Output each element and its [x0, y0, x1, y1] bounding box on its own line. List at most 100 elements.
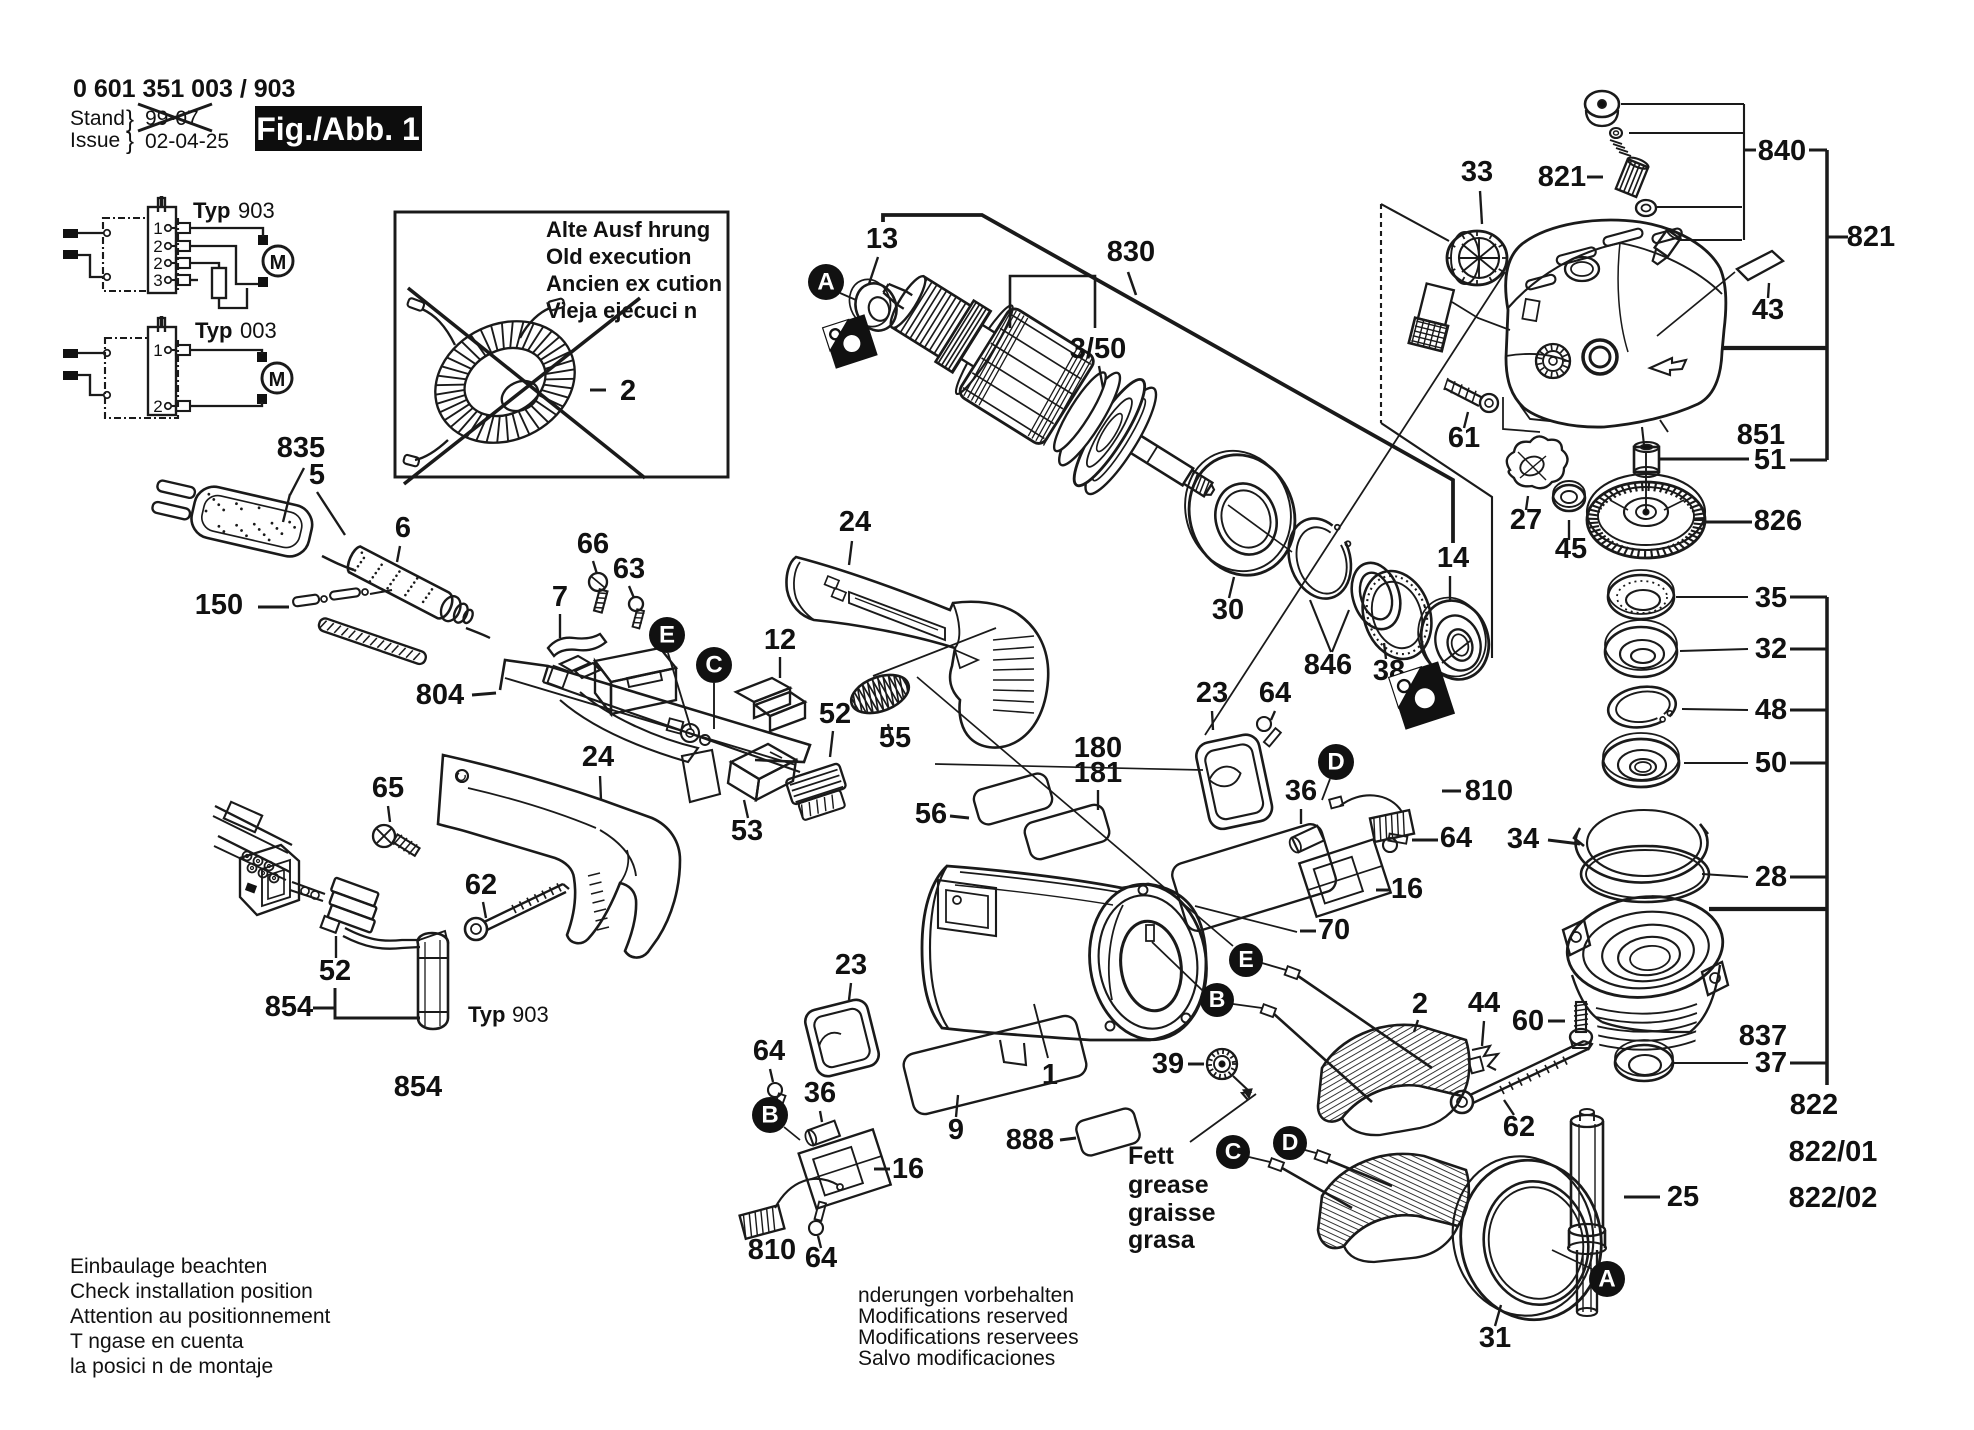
svg-text:810: 810 — [1465, 775, 1513, 807]
svg-text:graisse: graisse — [1128, 1199, 1216, 1227]
svg-text:50: 50 — [1755, 747, 1787, 779]
svg-text:grease: grease — [1128, 1171, 1209, 1199]
svg-text:2: 2 — [620, 375, 636, 407]
svg-text:Modifications reserved: Modifications reserved — [858, 1305, 1068, 1328]
svg-text:Attention au positionnement: Attention au positionnement — [70, 1305, 331, 1328]
svg-text:180: 180 — [1074, 732, 1122, 764]
svg-text:36: 36 — [1285, 775, 1317, 807]
svg-text:E: E — [659, 622, 675, 649]
svg-text:30: 30 — [1212, 594, 1244, 626]
svg-text:821: 821 — [1847, 221, 1895, 253]
svg-text:48: 48 — [1755, 694, 1787, 726]
svg-text:39: 39 — [1152, 1048, 1184, 1080]
svg-text:7: 7 — [552, 581, 568, 613]
svg-text:28: 28 — [1755, 861, 1787, 893]
svg-text:Old execution: Old execution — [546, 244, 691, 269]
svg-text:13: 13 — [866, 223, 898, 255]
svg-text:B: B — [761, 1102, 778, 1129]
svg-text:822: 822 — [1790, 1089, 1838, 1121]
svg-text:34: 34 — [1507, 823, 1539, 855]
svg-text:A: A — [1598, 1266, 1615, 1293]
svg-text:1: 1 — [1042, 1059, 1058, 1091]
svg-text:Fig./Abb. 1: Fig./Abb. 1 — [256, 111, 420, 147]
svg-text:Fett: Fett — [1128, 1142, 1175, 1170]
svg-text:1: 1 — [153, 219, 162, 238]
svg-text:Typ: Typ — [468, 1002, 505, 1027]
svg-text:1: 1 — [153, 341, 162, 360]
svg-text:65: 65 — [372, 772, 404, 804]
svg-text:2: 2 — [153, 237, 162, 256]
svg-text:3: 3 — [153, 271, 162, 290]
svg-text:32: 32 — [1755, 633, 1787, 665]
svg-text:2: 2 — [1412, 988, 1428, 1020]
svg-text:C: C — [1225, 1138, 1242, 1164]
svg-text:44: 44 — [1468, 987, 1500, 1019]
svg-text:56: 56 — [915, 798, 947, 830]
svg-text:la posici n de montaje: la posici n de montaje — [70, 1355, 273, 1378]
svg-text:12: 12 — [764, 624, 796, 656]
svg-text:36: 36 — [804, 1077, 836, 1109]
svg-text:3/50: 3/50 — [1070, 333, 1126, 365]
svg-text:0 601 351 003 / 903: 0 601 351 003 / 903 — [73, 75, 295, 103]
svg-text:C: C — [705, 652, 722, 679]
svg-text:D: D — [1327, 749, 1344, 776]
svg-text:M: M — [270, 252, 287, 274]
svg-text:31: 31 — [1479, 1322, 1511, 1354]
svg-text:837: 837 — [1739, 1020, 1787, 1052]
svg-text:Alte Ausf hrung: Alte Ausf hrung — [546, 217, 710, 242]
svg-text:02-04-25: 02-04-25 — [145, 130, 229, 153]
svg-text:5: 5 — [309, 459, 325, 491]
svg-text:16: 16 — [1391, 873, 1423, 905]
svg-text:822/01: 822/01 — [1789, 1136, 1878, 1168]
svg-text:846: 846 — [1304, 649, 1352, 681]
svg-text:23: 23 — [835, 949, 867, 981]
svg-text:A: A — [817, 269, 834, 296]
svg-text:66: 66 — [577, 528, 609, 560]
svg-text:003: 003 — [240, 318, 277, 343]
svg-text:24: 24 — [839, 506, 871, 538]
svg-text:888: 888 — [1006, 1124, 1054, 1156]
svg-text:70: 70 — [1318, 914, 1350, 946]
svg-text:64: 64 — [1259, 677, 1291, 709]
svg-text:851: 851 — [1737, 419, 1785, 451]
svg-text:33: 33 — [1461, 156, 1493, 188]
svg-text:Ancien ex cution: Ancien ex cution — [546, 271, 722, 296]
svg-text:D: D — [1282, 1129, 1299, 1155]
svg-text:35: 35 — [1755, 582, 1787, 614]
svg-text:835: 835 — [277, 432, 325, 464]
svg-text:T ngase en cuenta: T ngase en cuenta — [70, 1330, 244, 1353]
svg-text:Typ: Typ — [193, 198, 230, 223]
svg-text:854: 854 — [394, 1071, 442, 1103]
svg-text:16: 16 — [892, 1153, 924, 1185]
svg-text:63: 63 — [613, 553, 645, 585]
svg-text:804: 804 — [416, 679, 464, 711]
svg-text:9: 9 — [948, 1114, 964, 1146]
svg-text:64: 64 — [753, 1035, 785, 1067]
svg-text:24: 24 — [582, 741, 614, 773]
svg-text:M: M — [269, 369, 286, 391]
svg-text:52: 52 — [319, 955, 351, 987]
svg-text:903: 903 — [238, 198, 275, 223]
svg-text:810: 810 — [748, 1234, 796, 1266]
svg-text:B: B — [1209, 986, 1226, 1012]
svg-text:Salvo modificaciones: Salvo modificaciones — [858, 1347, 1055, 1370]
svg-text:E: E — [1238, 946, 1253, 972]
svg-text:840: 840 — [1758, 135, 1806, 167]
svg-text:826: 826 — [1754, 505, 1802, 537]
svg-text:62: 62 — [1503, 1111, 1535, 1143]
svg-text:830: 830 — [1107, 236, 1155, 268]
svg-text:grasa: grasa — [1128, 1226, 1196, 1254]
svg-text:25: 25 — [1667, 1181, 1699, 1213]
svg-text:55: 55 — [879, 722, 911, 754]
svg-text:64: 64 — [1440, 822, 1472, 854]
svg-text:62: 62 — [465, 869, 497, 901]
svg-text:903: 903 — [512, 1002, 549, 1027]
svg-text:2: 2 — [153, 254, 162, 273]
svg-text:2: 2 — [153, 397, 162, 416]
svg-text:45: 45 — [1555, 533, 1587, 565]
svg-text:Check installation position: Check installation position — [70, 1280, 313, 1303]
svg-text:43: 43 — [1752, 294, 1784, 326]
svg-text:60: 60 — [1512, 1005, 1544, 1037]
svg-text:854: 854 — [265, 991, 313, 1023]
svg-text:Modifications reservees: Modifications reservees — [858, 1326, 1079, 1349]
